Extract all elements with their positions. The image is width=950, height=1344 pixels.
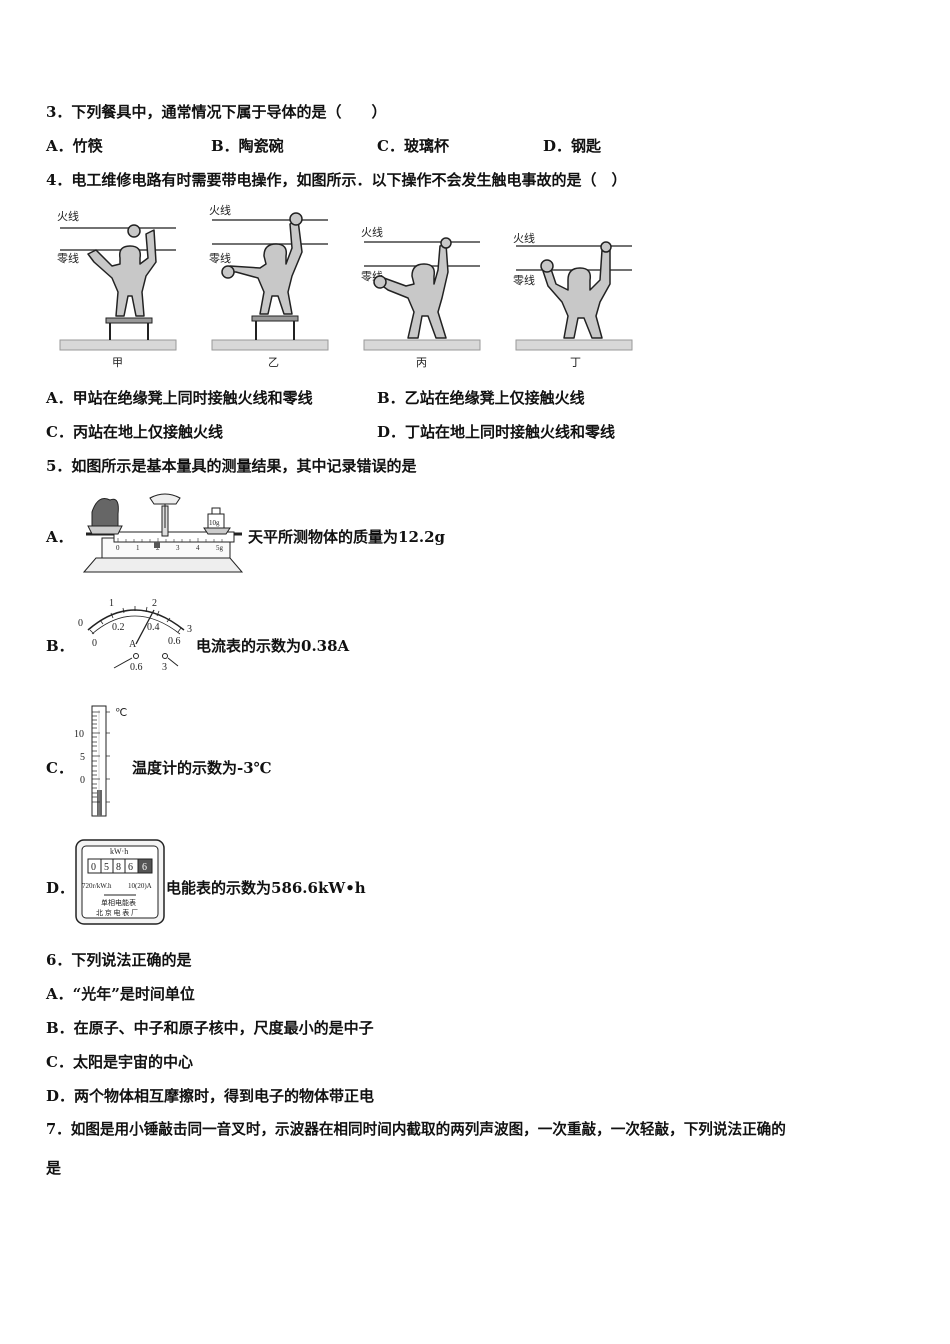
- panel-jia: 火线 零线 甲: [57, 209, 177, 369]
- meter-digit: 0: [91, 862, 96, 873]
- q3-option-b: B．陶瓷碗: [211, 137, 284, 155]
- neutral-wire-label: 零线: [513, 273, 535, 287]
- q5-b-label: B．: [46, 637, 74, 655]
- q4-option-b: B．乙站在绝缘凳上仅接触火线: [377, 389, 585, 407]
- meter-unit: kW·h: [110, 847, 128, 856]
- thermometer-unit: ℃: [115, 707, 127, 719]
- q6-stem: 6．下列说法正确的是: [46, 951, 192, 969]
- meter-digit: 6: [128, 862, 133, 873]
- meter-digit: 8: [116, 862, 121, 873]
- meter-maker: 北 京 电 表 厂: [96, 908, 138, 917]
- neutral-wire-label: 零线: [209, 251, 231, 265]
- inner-tick: 0.2: [112, 622, 125, 633]
- live-wire-label: 火线: [209, 203, 231, 217]
- thermometer-tick: 0: [80, 775, 85, 786]
- q4-option-d: D．丁站在地上同时接触火线和零线: [377, 423, 616, 441]
- meter-digit: 6: [142, 862, 147, 873]
- q3-stem: 3．下列餐具中，通常情况下属于导体的是（ ）: [46, 103, 387, 121]
- q3-option-d: D．钢匙: [543, 137, 602, 155]
- scale-tick: 4: [196, 544, 200, 552]
- q7-stem-line1: 7．如图是用小锤敲击同一音叉时，示波器在相同时间内截取的两列声波图，一次重敲，一…: [46, 1121, 786, 1138]
- q4-electrician-figure: 火线 零线 甲 火线 零线 乙 火线 零线 丙: [57, 203, 633, 369]
- electricity-meter-figure: kW·h 0 5 8 6 6 720r/kW.h 10(20)A 单相电能表 北…: [75, 839, 165, 925]
- meter-digit: 5: [104, 862, 109, 873]
- outer-tick: 2: [152, 598, 157, 609]
- q3-option-c: C．玻璃杯: [377, 137, 449, 155]
- q6-option-d: D．两个物体相互摩擦时，得到电子的物体带正电: [46, 1087, 375, 1105]
- scale-tick: 3: [176, 544, 180, 552]
- q6-option-a: A．“光年”是时间单位: [46, 985, 195, 1003]
- scale-tick: 5g: [216, 544, 224, 552]
- q5-a-text: 天平所测物体的质量为12.2g: [248, 528, 446, 546]
- terminal: 3: [162, 662, 167, 673]
- live-wire-label: 火线: [513, 231, 535, 245]
- q5-b-text: 电流表的示数为0.38A: [196, 637, 350, 655]
- q5-c-label: C．: [46, 759, 73, 777]
- panel-bing: 火线 零线 丙: [361, 225, 481, 369]
- ammeter-figure: 0 1 2 3 0 0.2 0.4 0.6 A 0.6 3: [78, 598, 192, 673]
- meter-spec-left: 720r/kW.h: [82, 882, 112, 890]
- q6-option-c: C．太阳是宇宙的中心: [46, 1053, 193, 1071]
- q4-option-c: C．丙站在地上仅接触火线: [46, 423, 223, 441]
- q3-option-a: A．竹筷: [46, 137, 103, 155]
- scale-tick: 1: [136, 544, 140, 552]
- scale-tick: 0: [116, 544, 120, 552]
- thermometer-figure: 10 5 0 ℃: [74, 705, 127, 817]
- q5-stem: 5．如图所示是基本量具的测量结果，其中记录错误的是: [46, 457, 417, 475]
- caption-ding: 丁: [570, 356, 581, 369]
- q5-a-label: A．: [46, 528, 73, 546]
- q5-d-label: D．: [46, 879, 75, 897]
- thermometer-tick: 5: [80, 752, 85, 763]
- balance-figure: 0 1 2 3 4 5g 10g: [82, 493, 244, 573]
- thermometer-tick: 10: [74, 729, 84, 740]
- meter-type: 单相电能表: [101, 898, 136, 907]
- live-wire-label: 火线: [361, 225, 383, 239]
- q4-option-a: A．甲站在绝缘凳上同时接触火线和零线: [46, 389, 313, 407]
- caption-bing: 丙: [416, 356, 427, 369]
- neutral-wire-label: 零线: [57, 251, 79, 265]
- panel-yi: 火线 零线 乙: [209, 203, 329, 369]
- q4-stem: 4．电工维修电路有时需要带电操作，如图所示．以下操作不会发生触电事故的是（ ）: [46, 171, 627, 189]
- live-wire-label: 火线: [57, 209, 79, 223]
- q7-stem-line2: 是: [46, 1159, 62, 1177]
- q6-option-b: B．在原子、中子和原子核中，尺度最小的是中子: [46, 1019, 374, 1037]
- meter-spec-right: 10(20)A: [128, 882, 152, 890]
- unit-label: A: [129, 639, 137, 650]
- outer-tick: 0: [78, 618, 83, 629]
- weight-label: 10g: [209, 519, 220, 527]
- q5-d-text: 电能表的示数为586.6kW•h: [166, 879, 366, 897]
- outer-tick: 3: [187, 624, 192, 635]
- caption-jia: 甲: [112, 356, 123, 369]
- outer-tick: 1: [109, 598, 114, 609]
- panel-ding: 火线 零线 丁: [513, 231, 633, 369]
- caption-yi: 乙: [268, 356, 279, 369]
- terminal: 0.6: [130, 662, 143, 673]
- inner-tick: 0.4: [147, 622, 160, 633]
- q5-c-text: 温度计的示数为-3℃: [132, 759, 272, 777]
- inner-tick: 0.6: [168, 636, 181, 647]
- inner-tick: 0: [92, 638, 97, 649]
